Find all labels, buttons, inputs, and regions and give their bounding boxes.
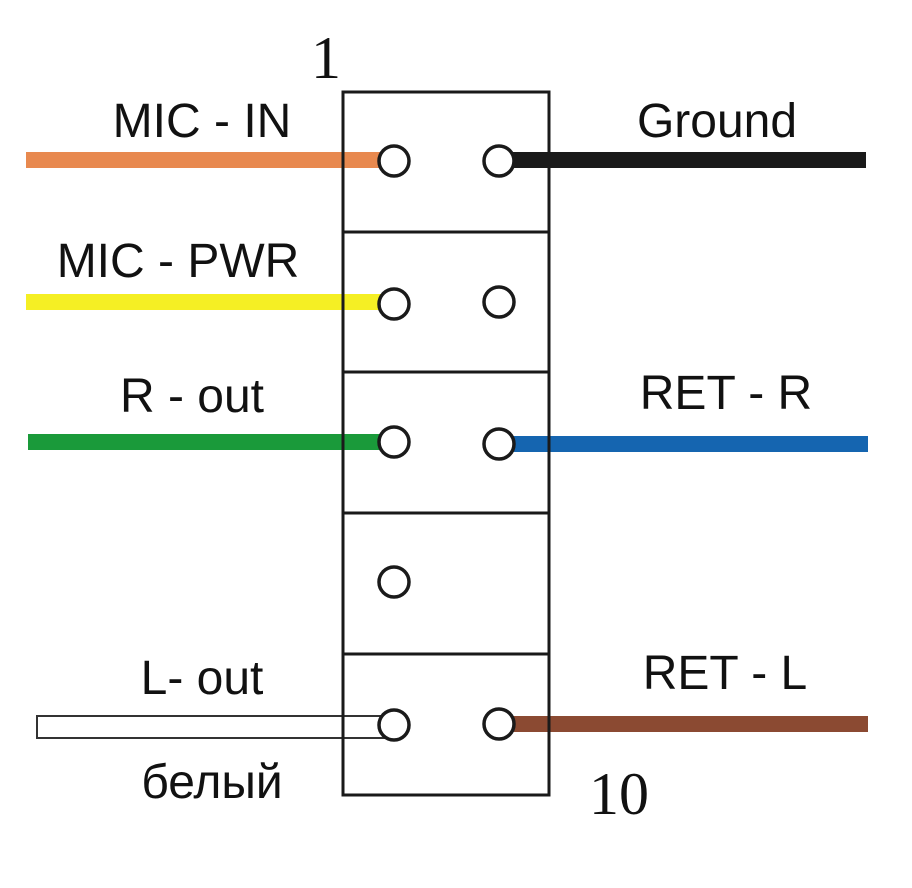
pin-7 bbox=[377, 565, 411, 599]
pin-number-first: 1 bbox=[311, 25, 341, 91]
label-mic-pwr: MIC - PWR bbox=[57, 235, 300, 288]
wire-ret-r bbox=[498, 436, 868, 452]
pin-2 bbox=[482, 144, 516, 178]
label-r-out: R - out bbox=[120, 370, 264, 423]
label-ret-r: RET - R bbox=[640, 367, 812, 420]
pin-1 bbox=[377, 144, 411, 178]
label-ret-l: RET - L bbox=[643, 647, 807, 700]
pin-9 bbox=[377, 708, 411, 742]
wire-mic-pwr bbox=[26, 294, 394, 310]
pin-10 bbox=[482, 707, 516, 741]
pin-3 bbox=[377, 287, 411, 321]
pin-4 bbox=[482, 285, 516, 319]
wire-r-out bbox=[28, 434, 394, 450]
label-l-out-color-note: белый bbox=[141, 756, 282, 809]
pin-6 bbox=[482, 427, 516, 461]
wire-mic-in bbox=[26, 152, 394, 168]
label-ground: Ground bbox=[637, 95, 797, 148]
wire-l-out bbox=[36, 715, 395, 739]
wire-ground bbox=[498, 152, 866, 168]
label-l-out: L- out bbox=[141, 652, 264, 705]
connector-body bbox=[341, 90, 551, 797]
pins bbox=[377, 144, 516, 742]
wire-ret-l bbox=[498, 716, 868, 732]
pin-number-last: 10 bbox=[589, 761, 649, 827]
pin-5 bbox=[377, 425, 411, 459]
label-mic-in: MIC - IN bbox=[113, 95, 292, 148]
